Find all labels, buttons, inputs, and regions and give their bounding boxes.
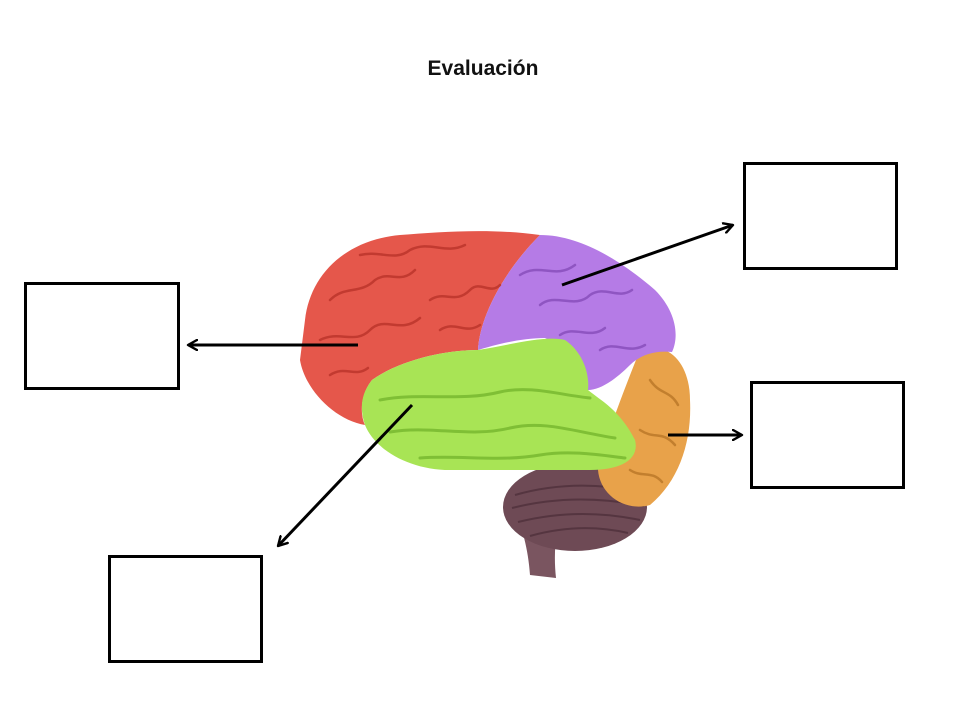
frontal-lobe (300, 231, 540, 425)
arrow-parietal (561, 225, 733, 287)
page-title: Evaluación (427, 57, 539, 80)
occipital-gyri (628, 378, 680, 484)
frontal-gyri (318, 243, 502, 377)
answer-box-parietal[interactable] (743, 162, 898, 270)
answer-box-frontal[interactable] (24, 282, 180, 390)
temporal-gyri (378, 388, 627, 460)
occipital-lobe (598, 347, 691, 507)
parietal-gyri (518, 263, 647, 352)
parietal-lobe (478, 235, 676, 390)
answer-box-occipital[interactable] (750, 381, 905, 489)
temporal-lobe (361, 338, 636, 470)
arrow-temporal (278, 403, 414, 546)
answer-box-temporal[interactable] (108, 555, 263, 663)
